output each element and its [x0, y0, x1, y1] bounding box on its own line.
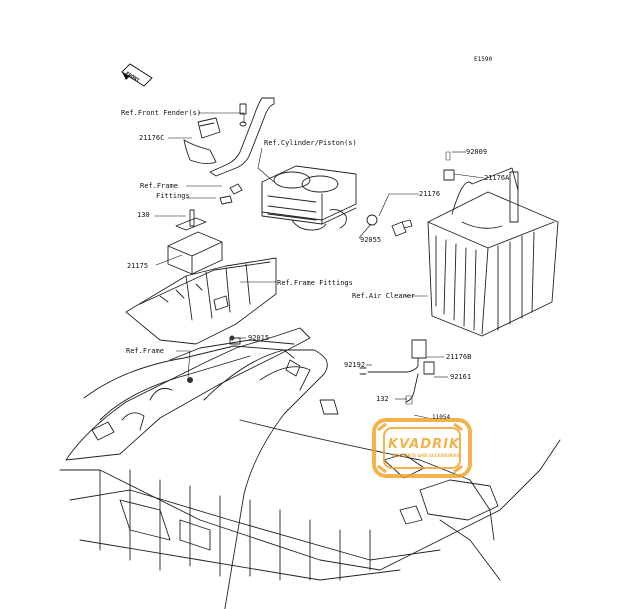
label-21176c: 21176C	[139, 134, 165, 142]
cylinder-block	[261, 165, 357, 231]
label-ref-cylinder: Ref.Cylinder/Piston(s)	[264, 139, 357, 147]
bolt-frame	[187, 377, 193, 383]
label-92161: 92161	[450, 373, 472, 381]
watermark-logo	[372, 418, 472, 478]
label-21176b: 21176B	[446, 353, 472, 361]
sensor-21176	[366, 214, 413, 237]
label-92009: 92009	[466, 148, 488, 156]
ecu-21175	[167, 209, 223, 275]
label-92192: 92192	[344, 361, 366, 369]
watermark-brand: KVADRIK	[388, 437, 461, 452]
label-21176: 21176	[419, 190, 441, 198]
label-21175: 21175	[127, 262, 149, 270]
diagram-code: E1590	[474, 56, 493, 63]
label-ref-air-cleaner: Ref.Air Cleaner	[352, 292, 416, 300]
label-ref-frame: Ref.Frame	[126, 347, 164, 355]
label-130: 130	[137, 211, 150, 219]
bolt-132	[405, 395, 413, 405]
mounting-plate	[125, 257, 277, 345]
main-frame	[59, 327, 561, 609]
label-ref-frame-fittings-2: Ref.Frame Fittings	[277, 279, 353, 287]
label-92015: 92015	[248, 334, 270, 342]
label-132: 132	[376, 395, 389, 403]
label-ref-frame-fittings-a: Ref.Frame	[140, 182, 178, 190]
label-ref-frame-fittings-b: Fittings	[156, 192, 190, 200]
label-11054: 11054	[432, 414, 451, 421]
air-cleaner-box	[427, 167, 559, 337]
sensor-21176b	[359, 339, 435, 403]
bolt-92009	[445, 151, 451, 161]
watermark-tagline: ATV PARTS AND ACCESSORIES	[392, 453, 460, 458]
front-arrow-icon	[121, 63, 153, 87]
leader-lines	[154, 112, 485, 420]
label-92055: 92055	[360, 236, 382, 244]
front-fender-bracket	[183, 97, 275, 205]
label-ref-front-fender: Ref.Front Fender(s)	[121, 109, 202, 117]
bolt-92015	[229, 335, 235, 341]
label-21176a: 21176A	[484, 174, 510, 182]
